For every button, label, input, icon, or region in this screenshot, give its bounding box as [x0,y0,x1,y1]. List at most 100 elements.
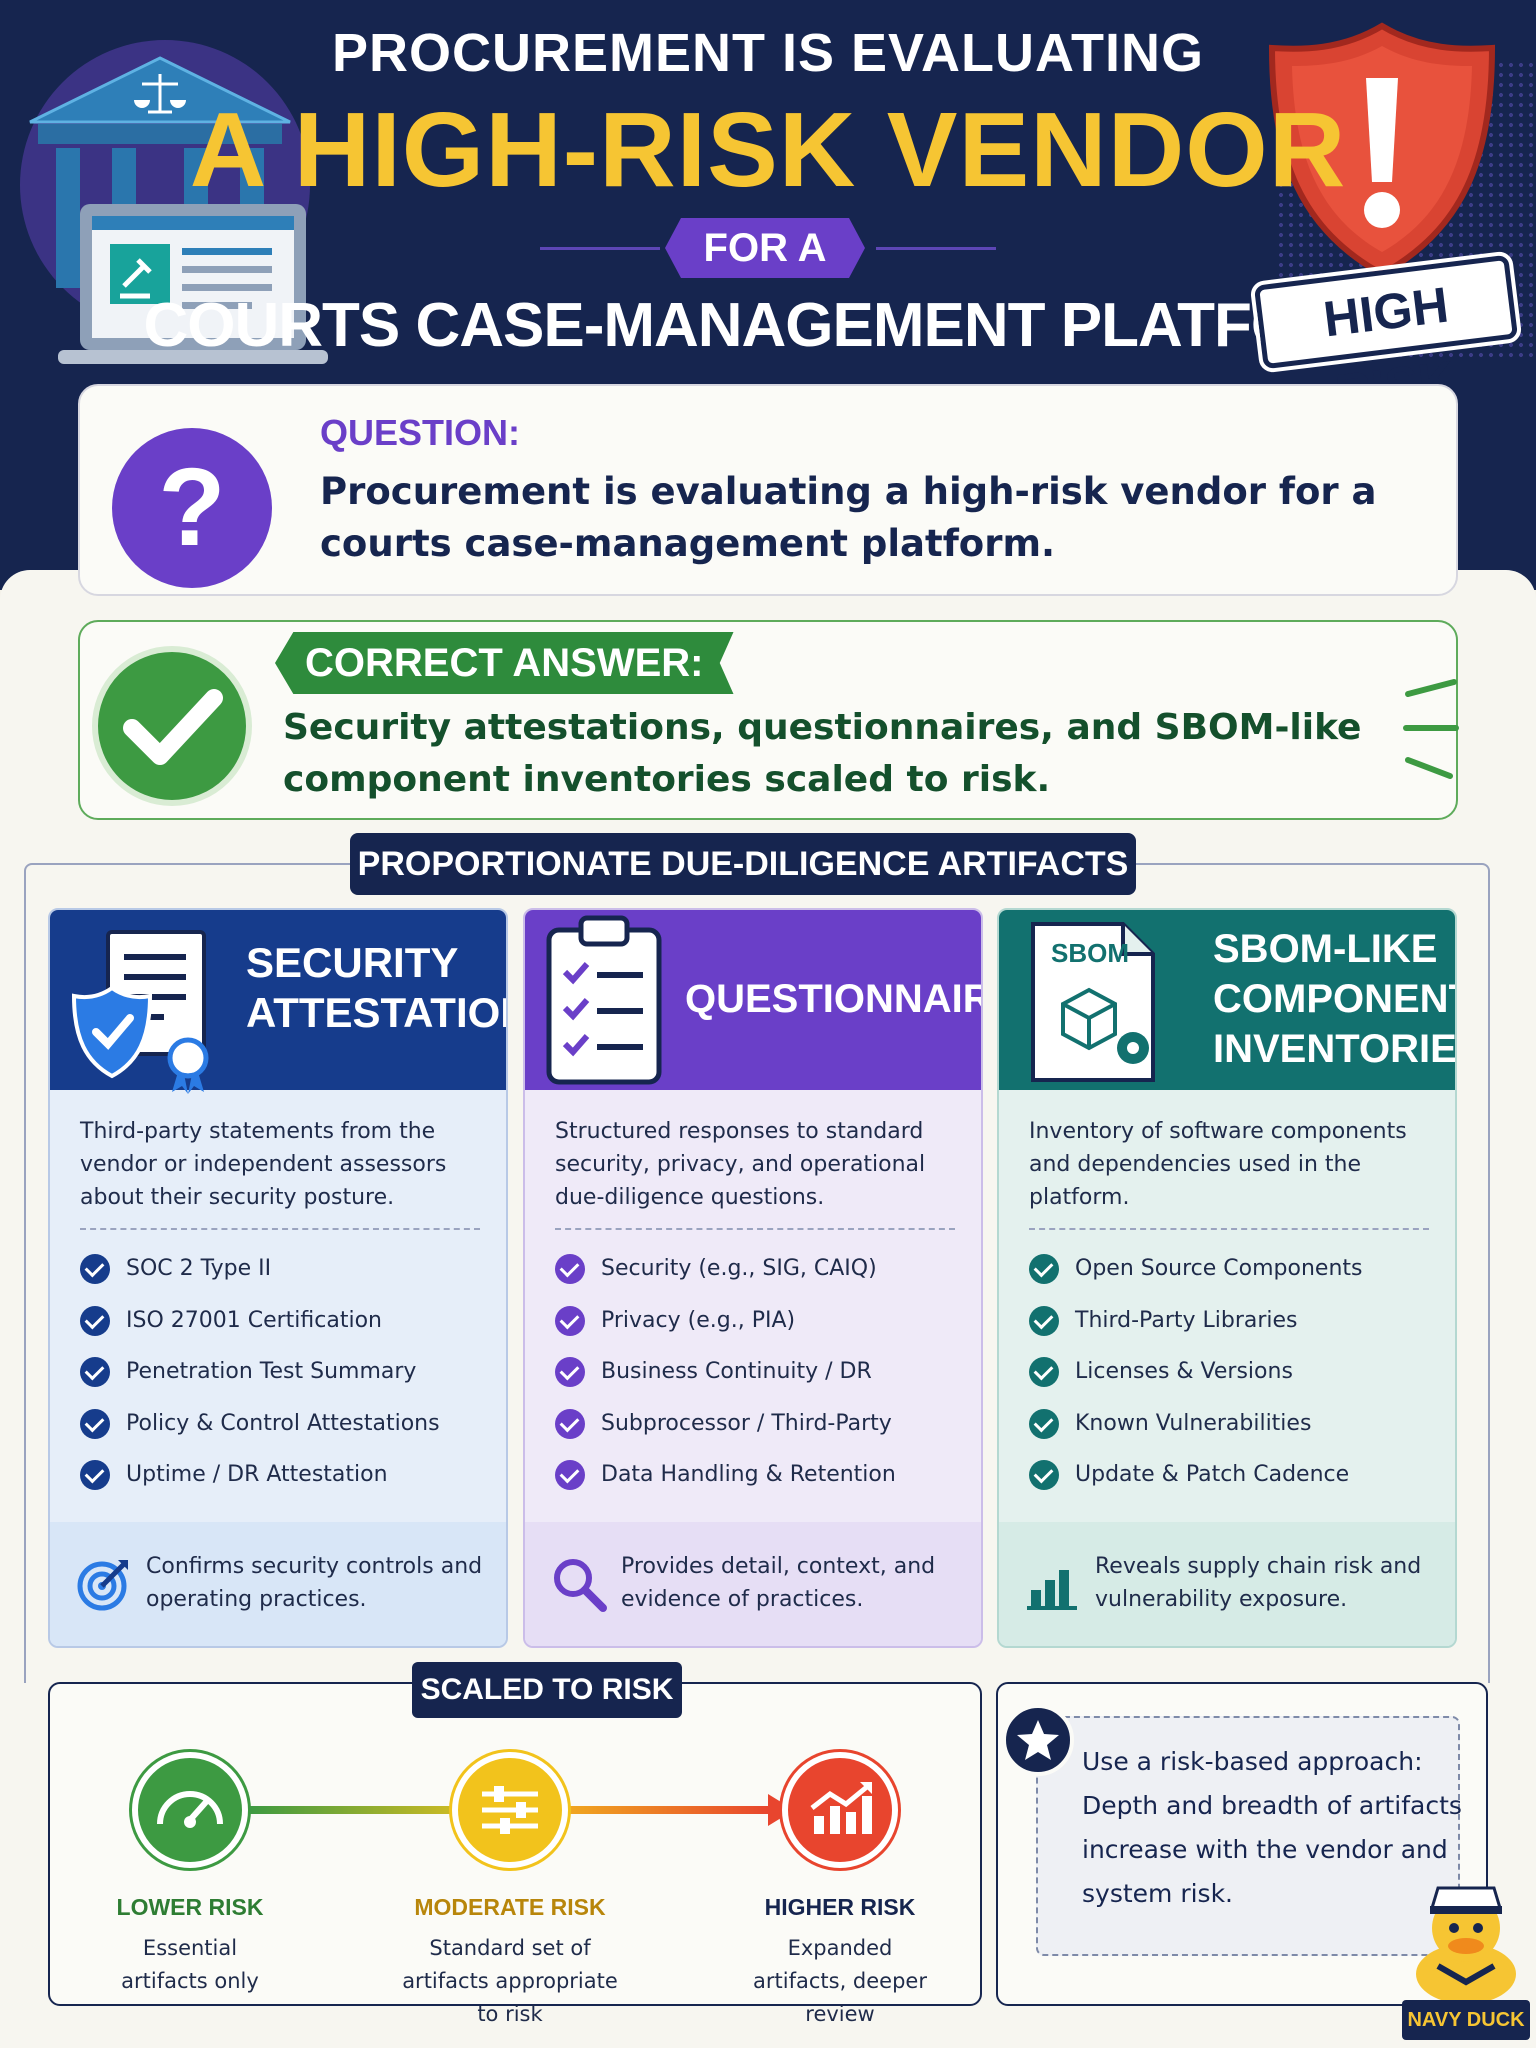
column-footer: Confirms security controls and operating… [50,1522,506,1646]
column-footer: Provides detail, context, and evidence o… [525,1522,981,1646]
list-item: Subprocessor / Third-Party [555,1407,975,1459]
shield-document-icon [71,930,209,1094]
brand-label: NAVY DUCK [1402,2000,1530,2040]
divider [555,1228,955,1230]
magnifier-icon [554,1559,607,1612]
gauge-icon [132,1752,248,1868]
list-item: ISO 27001 Certification [80,1304,500,1356]
tag-line-left [540,247,660,250]
list-item: Licenses & Versions [1029,1355,1449,1407]
note-text: Use a risk-based approach: Depth and bre… [1082,1747,1462,1908]
check-circle-icon [80,1357,110,1387]
answer-text: Security attestations, questionnaires, a… [283,707,1362,800]
note-inner-box [1036,1716,1460,1956]
rising-chart-icon [782,1752,898,1868]
column-description: Inventory of software components and dep… [1029,1119,1407,1210]
star-icon [1002,1704,1074,1776]
list-item-label: Penetration Test Summary [126,1359,417,1384]
scaled-to-risk-panel: SCALED TO RISK LOWER RISK Essential arti… [48,1662,982,2026]
column-title: SECURITY ATTESTATIONS [246,939,506,1036]
tag-line-right [876,247,996,250]
artifact-list: Open Source Components Third-Party Libra… [1029,1252,1449,1510]
laptop-gavel-icon [58,204,328,364]
list-item: Known Vulnerabilities [1029,1407,1449,1459]
list-item-label: Known Vulnerabilities [1075,1410,1312,1436]
check-circle-icon [80,1408,110,1439]
header-tag: FOR A [665,218,865,278]
list-item-label: ISO 27001 Certification [126,1307,382,1333]
list-item-label: Uptime / DR Attestation [126,1462,388,1487]
list-item: SOC 2 Type II [80,1252,500,1304]
check-circle-icon [1029,1357,1059,1387]
header-line-2: A HIGH-RISK VENDOR [189,91,1347,209]
list-item-label: Subprocessor / Third-Party [601,1410,892,1436]
section-title: PROPORTIONATE DUE-DILIGENCE ARTIFACTS [350,833,1136,895]
column-header: SBOM SBOM-LIKE COMPONENT INVENTORIES [999,910,1455,1090]
duck-mascot-icon [1416,1886,1516,2004]
sbom-document-icon [1031,922,1155,1082]
header-line-3: COURTS CASE-MANAGEMENT PLATFORM [143,291,1393,360]
question-card: ? QUESTION: Procurement is evaluating a … [78,384,1458,596]
level-name: MODERATE RISK [414,1894,606,1920]
check-circle-icon [555,1305,585,1336]
check-circle-icon [1029,1408,1059,1439]
sparkle-icon [1403,679,1459,779]
list-item: Third-Party Libraries [1029,1304,1449,1356]
check-circle-icon [80,1460,110,1490]
answer-label: CORRECT ANSWER: [275,632,734,694]
artifact-list: SOC 2 Type II ISO 27001 Certification Pe… [80,1252,500,1510]
level-name: HIGHER RISK [764,1894,916,1920]
checkmark-icon [92,646,252,806]
check-circle-icon [1029,1254,1059,1284]
list-item-label: Policy & Control Attestations [126,1410,440,1436]
check-circle-icon [555,1254,585,1284]
question-label: QUESTION: [320,412,521,453]
level-description: Standard set of artifacts appropriate to… [402,1936,618,2026]
column-header: QUESTIONNAIRES [525,910,981,1090]
sbom-icon-label: SBOM [1051,938,1129,968]
list-item-label: Security (e.g., SIG, CAIQ) [601,1256,877,1281]
column-sbom-inventories: SBOM SBOM-LIKE COMPONENT INVENTORIES Inv… [997,908,1457,1648]
column-footer-text: Provides detail, context, and evidence o… [621,1554,936,1612]
check-circle-icon [555,1408,585,1439]
list-item: Policy & Control Attestations [80,1407,500,1459]
list-item: Update & Patch Cadence [1029,1458,1449,1510]
divider [80,1228,480,1230]
risk-approach-note: Use a risk-based approach: Depth and bre… [996,1682,1488,2006]
check-circle-icon [555,1357,585,1387]
artifact-list: Security (e.g., SIG, CAIQ) Privacy (e.g.… [555,1252,975,1510]
column-footer: Reveals supply chain risk and vulnerabil… [999,1522,1455,1646]
list-item: Data Handling & Retention [555,1458,975,1510]
list-item-label: SOC 2 Type II [126,1256,272,1281]
list-item-label: Third-Party Libraries [1075,1307,1298,1333]
question-mark-icon: ? [112,428,272,588]
column-footer-text: Reveals supply chain risk and vulnerabil… [1095,1554,1422,1612]
column-security-attestations: SECURITY ATTESTATIONS Third-party statem… [48,908,508,1648]
level-name: LOWER RISK [116,1894,264,1920]
list-item-label: Open Source Components [1075,1256,1363,1281]
column-description: Third-party statements from the vendor o… [80,1119,447,1210]
check-circle-icon [80,1254,110,1284]
list-item: Privacy (e.g., PIA) [555,1304,975,1356]
column-header: SECURITY ATTESTATIONS [50,910,506,1094]
level-description: Expanded artifacts, deeper review [753,1936,927,2026]
column-questionnaires: QUESTIONNAIRES Structured responses to s… [523,908,983,1648]
answer-card: CORRECT ANSWER: Security attestations, q… [78,620,1459,820]
list-item-label: Privacy (e.g., PIA) [601,1307,796,1333]
clipboard-checklist-icon [546,915,662,1085]
check-circle-icon [1029,1460,1059,1490]
level-description: Essential artifacts only [121,1936,259,1993]
list-item: Business Continuity / DR [555,1355,975,1407]
list-item-label: Business Continuity / DR [601,1359,872,1384]
bar-chart-icon [1027,1570,1077,1610]
column-title: QUESTIONNAIRES [685,977,981,1021]
column-description: Structured responses to standard securit… [555,1119,926,1210]
list-item-label: Licenses & Versions [1075,1359,1293,1384]
list-item: Open Source Components [1029,1252,1449,1304]
column-title: SBOM-LIKE COMPONENT INVENTORIES [1213,927,1457,1071]
question-text: Procurement is evaluating a high-risk ve… [320,470,1377,565]
scale-title: SCALED TO RISK [412,1662,682,1718]
list-item-label: Data Handling & Retention [601,1462,896,1487]
sliders-icon [452,1752,568,1868]
check-circle-icon [1029,1305,1059,1336]
